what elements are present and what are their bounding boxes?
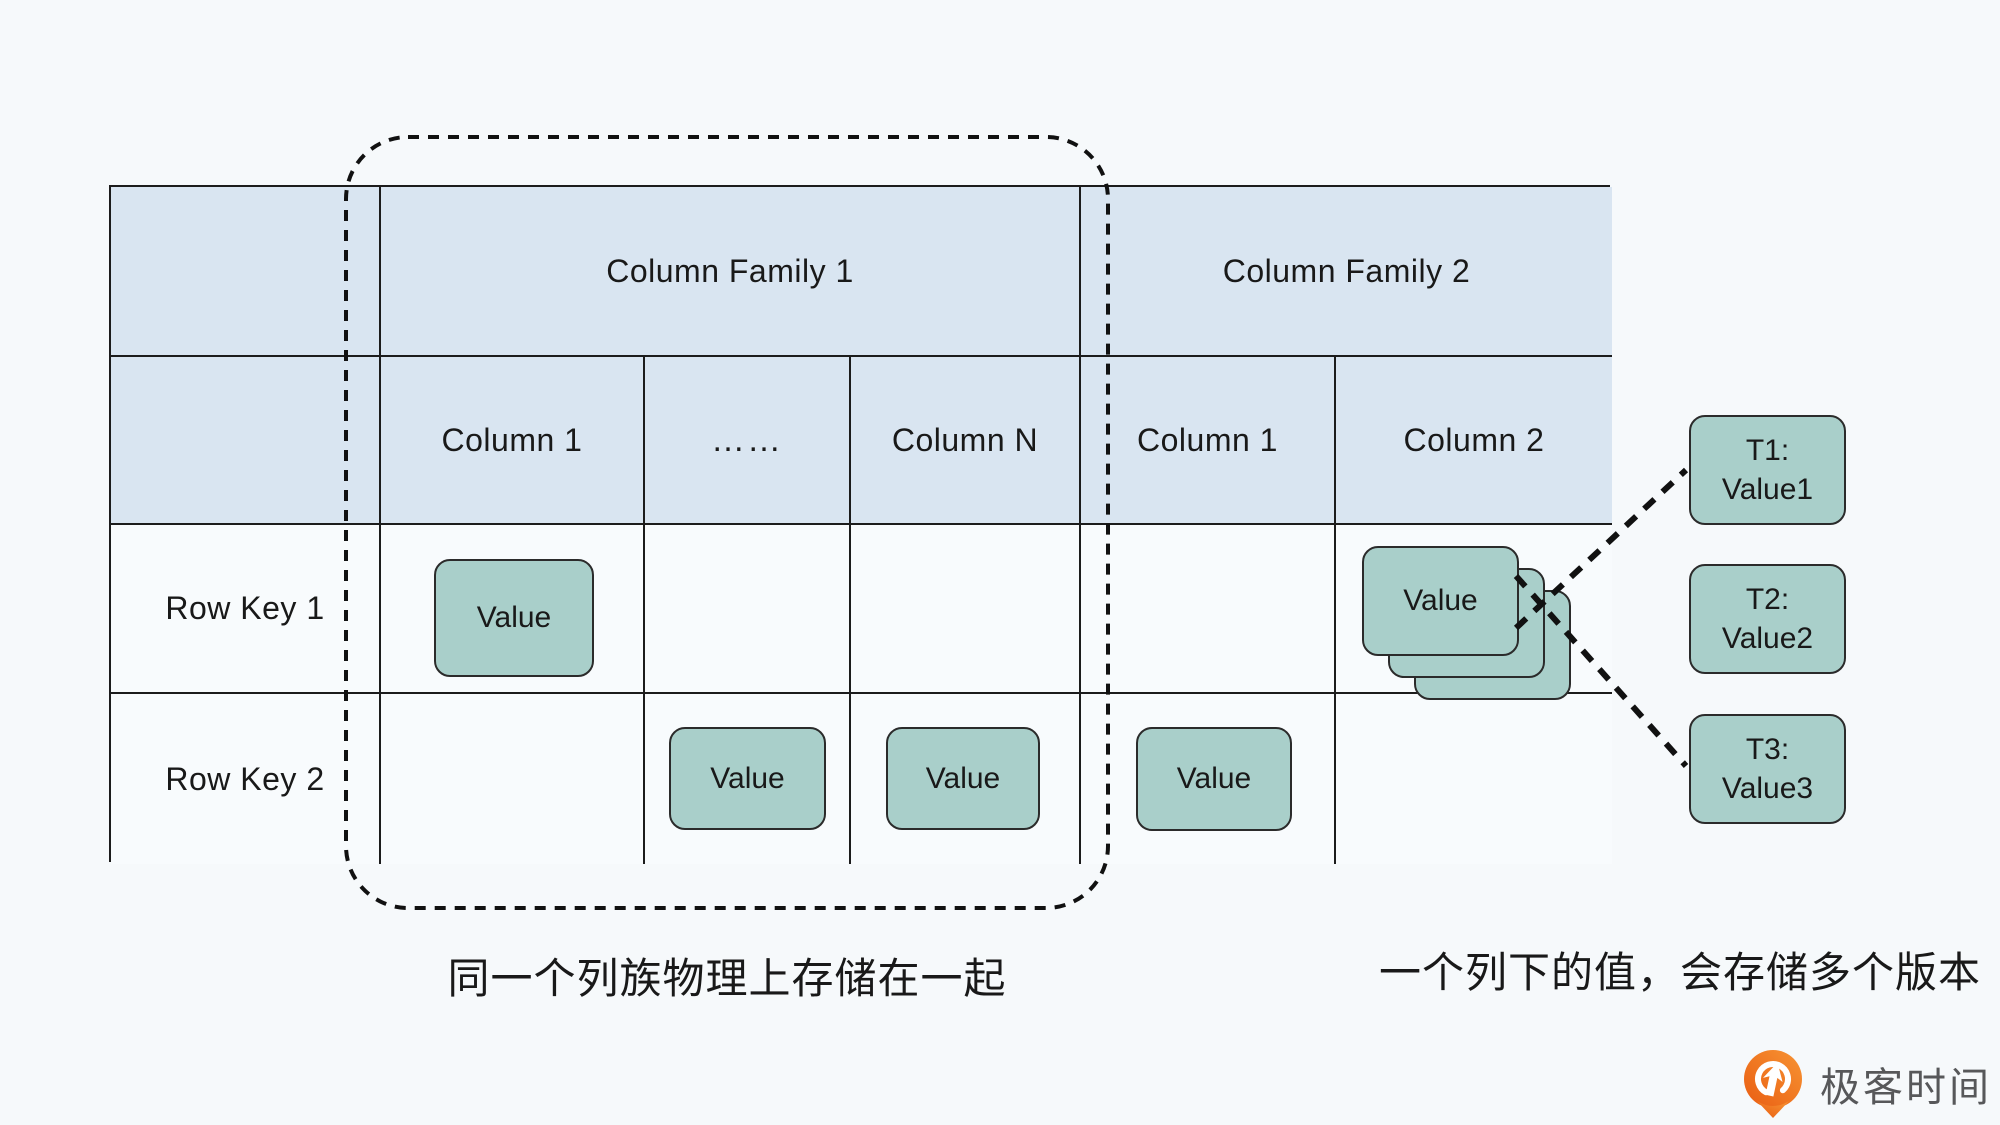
geektime-logo-text: 极客时间 — [1820, 1066, 1992, 1110]
cell-rk2-cf2-c2 — [1336, 694, 1612, 864]
value-chip-rk2-cf2-c1: Value — [1136, 727, 1292, 831]
version-t2-time: T2: — [1745, 583, 1790, 616]
cell-rk1-cf1-cn — [851, 525, 1081, 694]
version-box-t2: T2: Value2 — [1689, 564, 1846, 674]
value-chip-rk2-cf1-dots: Value — [669, 727, 826, 830]
caption-column-family-storage: 同一个列族物理上存储在一起 — [447, 955, 1007, 1002]
geektime-logo-icon — [1744, 1050, 1802, 1118]
row-key-header-cell — [111, 357, 381, 525]
row-key-1-label: Row Key 1 — [111, 525, 381, 694]
corner-cell — [111, 187, 381, 357]
hbase-logical-table: Column Family 1 Column Family 2 Column 1… — [109, 185, 1612, 864]
version-t3-time: T3: — [1745, 733, 1790, 766]
cell-rk1-cf2-c1 — [1081, 525, 1336, 694]
cell-rk2-cf1-c1 — [381, 694, 645, 864]
caption-multiple-versions: 一个列下的值，会存储多个版本 — [1379, 949, 1982, 996]
cf2-column-2-header: Column 2 — [1336, 357, 1612, 525]
value-chip-rk2-cf1-cn: Value — [886, 727, 1040, 830]
column-family-1-header: Column Family 1 — [381, 187, 1081, 357]
cell-rk1-cf1-dots — [645, 525, 851, 694]
cf2-column-1-header: Column 1 — [1081, 357, 1336, 525]
version-t1-value: Value1 — [1721, 473, 1814, 506]
version-t1-time: T1: — [1745, 434, 1790, 467]
cf1-column-1-header: Column 1 — [381, 357, 645, 525]
geektime-logo: 极客时间 — [1742, 1050, 1992, 1118]
version-t2-value: Value2 — [1721, 622, 1814, 655]
column-family-2-header: Column Family 2 — [1081, 187, 1612, 357]
value-stack-front-card: Value — [1362, 546, 1519, 656]
cf1-column-ellipsis-header: …… — [645, 357, 851, 525]
version-box-t1: T1: Value1 — [1689, 415, 1846, 525]
version-box-t3: T3: Value3 — [1689, 714, 1846, 824]
version-t3-value: Value3 — [1721, 772, 1814, 805]
cf1-column-n-header: Column N — [851, 357, 1081, 525]
row-key-2-label: Row Key 2 — [111, 694, 381, 864]
value-chip-rk1-cf1-c1: Value — [434, 559, 594, 677]
